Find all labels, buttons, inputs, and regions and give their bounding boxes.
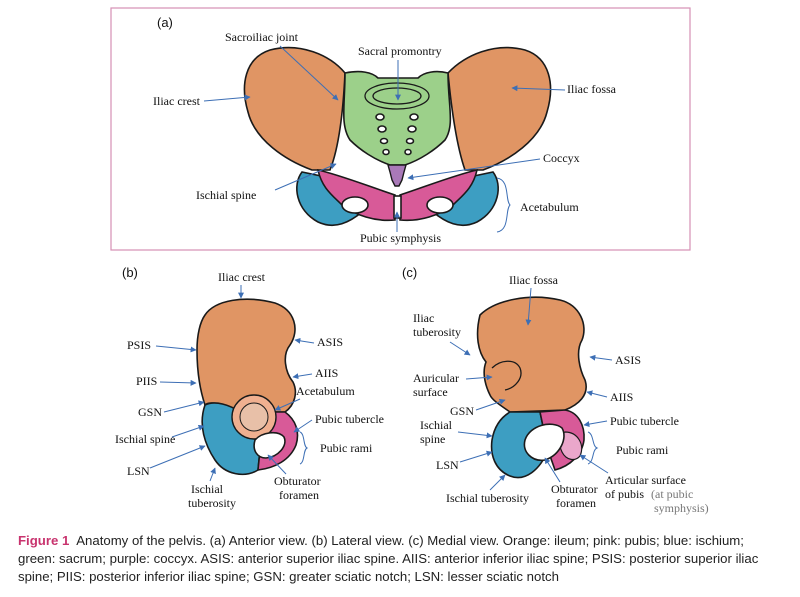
label-gsn-c: GSN (450, 404, 474, 418)
label-iliac-tuberosity-c-1: Iliac (413, 311, 434, 325)
label-auricular-surface-c-2: surface (413, 385, 448, 399)
label-auricular-surface-c-1: Auricular (413, 371, 459, 385)
panel-c-medial-view: (c) Iliac fossa Iliac tuberosity ASIS Au… (402, 265, 709, 515)
label-asis-b: ASIS (317, 335, 343, 349)
label-iliac-crest-b: Iliac crest (218, 270, 266, 284)
label-pubic-symphysis: Pubic symphysis (360, 231, 441, 245)
sacral-foramina (375, 113, 419, 156)
figure-caption: Figure 1 Anatomy of the pelvis. (a) Ante… (18, 532, 784, 586)
figure-label: Figure 1 (18, 533, 70, 548)
label-ischial-tuberosity-c: Ischial tuberosity (446, 491, 529, 505)
label-psis-b: PSIS (127, 338, 151, 352)
label-iliac-crest-a: Iliac crest (153, 94, 201, 108)
left-obturator (341, 196, 369, 214)
label-ischial-tuberosity-b-1: Ischial (191, 482, 224, 496)
label-obturator-foramen-b-2: foramen (279, 488, 319, 502)
label-ischial-spine-c-1: Ischial (420, 418, 453, 432)
label-lsn-c: LSN (436, 458, 459, 472)
label-articular-surface-c-2: of pubis (at pubic (605, 487, 693, 501)
label-obturator-foramen-c-1: Obturator (551, 482, 598, 496)
label-lsn-b: LSN (127, 464, 150, 478)
label-iliac-fossa-a: Iliac fossa (567, 82, 617, 96)
label-articular-surface-note: symphysis) (654, 501, 709, 515)
obturator-foramen-lateral (253, 431, 286, 459)
panel-a-anterior-view: (a) Sacroiliac joint Sacral promontry Il… (110, 7, 691, 251)
label-aiis-c: AIIS (610, 390, 633, 404)
label-obturator-foramen-b-1: Obturator (274, 474, 321, 488)
label-acetabulum-a: Acetabulum (520, 200, 579, 214)
right-obturator (426, 196, 454, 214)
label-pubic-rami-c: Pubic rami (616, 443, 669, 457)
panel-a-letter: (a) (157, 15, 173, 30)
label-ischial-spine-a: Ischial spine (196, 188, 256, 202)
label-ischial-spine-b: Ischial spine (115, 432, 175, 446)
label-piis-b: PIIS (136, 374, 157, 388)
ilium-lateral (196, 298, 297, 413)
left-pubis (316, 168, 396, 222)
label-acetabulum-b: Acetabulum (296, 384, 355, 398)
pubic-rami-bracket-b (299, 431, 309, 465)
pubic-rami-bracket-c (587, 431, 599, 465)
panel-c-letter: (c) (402, 265, 417, 280)
panel-a-frame (110, 7, 691, 251)
label-pubic-rami-b: Pubic rami (320, 441, 373, 455)
left-ilium (243, 46, 346, 171)
label-coccyx: Coccyx (543, 151, 580, 165)
acetabulum-inner (239, 402, 269, 432)
label-obturator-foramen-c-2: foramen (556, 496, 596, 510)
right-ilium (447, 46, 552, 171)
right-pubis (399, 168, 479, 222)
label-pubic-tubercle-c: Pubic tubercle (610, 414, 679, 428)
label-articular-surface-c-1: Articular surface (605, 473, 686, 487)
label-pubic-tubercle-b: Pubic tubercle (315, 412, 384, 426)
label-ischial-tuberosity-b-2: tuberosity (188, 496, 236, 510)
label-iliac-tuberosity-c-2: tuberosity (413, 325, 461, 339)
panel-b-lateral-view: (b) Iliac crest ASIS PSIS AIIS PIIS Acet… (115, 265, 384, 510)
sacrum (342, 70, 452, 166)
ilium-medial (476, 296, 587, 413)
sacral-promontory-shape (364, 82, 430, 110)
label-gsn-b: GSN (138, 405, 162, 419)
label-sacral-promontory: Sacral promontry (358, 44, 442, 58)
caption-text: Anatomy of the pelvis. (a) Anterior view… (18, 533, 759, 584)
label-ischial-spine-c-2: spine (420, 432, 445, 446)
label-aiis-b: AIIS (315, 366, 338, 380)
coccyx (387, 164, 407, 187)
acetabulum-bracket (496, 177, 511, 233)
label-iliac-fossa-c: Iliac fossa (509, 273, 559, 287)
label-sacroiliac-joint: Sacroiliac joint (225, 30, 299, 44)
sacral-body (372, 87, 422, 105)
auricular-surface-line (491, 360, 522, 391)
panel-b-letter: (b) (122, 265, 138, 280)
obturator-foramen-medial (523, 423, 565, 462)
label-asis-c: ASIS (615, 353, 641, 367)
